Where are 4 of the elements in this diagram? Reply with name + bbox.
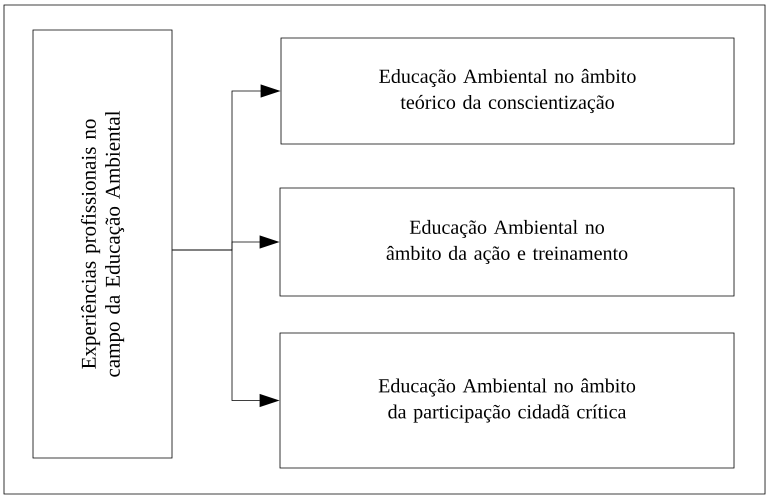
process-box: Educação Ambiental no âmbito da participação cidadã crítica xyxy=(280,332,734,468)
rotated-box: Experiências profissionais no campo da Educação Ambiental xyxy=(32,30,172,458)
process-box: Educação Ambiental no âmbito teórico da conscientização xyxy=(280,38,734,144)
process-box: Educação Ambiental no âmbito da ação e treinamento xyxy=(280,188,734,296)
